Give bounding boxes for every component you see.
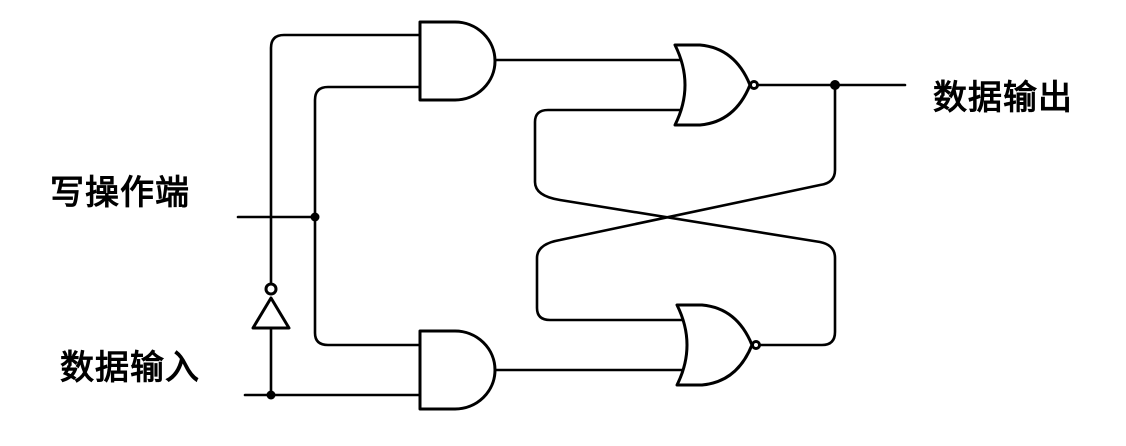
nor-gate-bottom — [675, 303, 754, 387]
wire-feedback-qbar — [533, 108, 837, 347]
label-data-input: 数据输入 — [60, 348, 200, 388]
wire-feedback-q — [535, 83, 837, 322]
label-write-enable: 写操作端 — [50, 173, 190, 213]
junction-dot-output — [830, 80, 840, 90]
wire-write-enable-bottom — [313, 215, 422, 347]
nor-gate-top — [673, 43, 752, 127]
wire-inverted-data — [269, 33, 422, 284]
junction-dot-data — [266, 390, 276, 400]
junction-dot-write — [310, 212, 320, 222]
wire-write-enable-top — [313, 85, 422, 219]
and-gate-top — [418, 20, 497, 102]
nor-top-bubble — [749, 80, 759, 90]
and-gate-bottom — [418, 329, 497, 411]
inverter-bubble — [264, 282, 278, 296]
nor-bottom-bubble — [751, 340, 761, 350]
inverter-gate — [251, 296, 291, 330]
label-data-output: 数据输出 — [933, 78, 1073, 118]
